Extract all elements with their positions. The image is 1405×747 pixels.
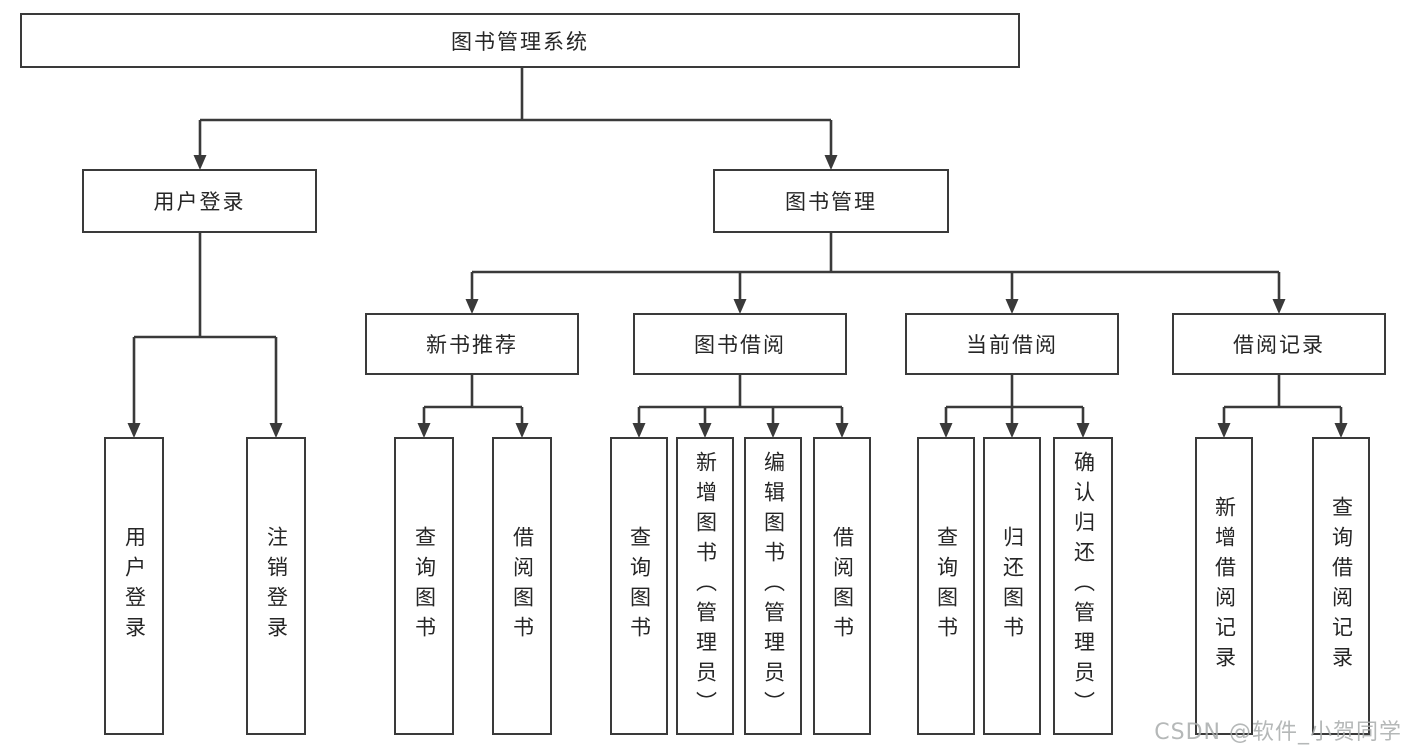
node-label: 图书借阅 — [694, 333, 786, 357]
watermark-text: CSDN @软件_小贺同学 — [1154, 720, 1402, 745]
node-book-borrow: 图书借阅 — [633, 313, 847, 375]
node-user-login: 用户登录 — [82, 169, 317, 233]
leaf-label: 注销登录 — [264, 526, 289, 646]
connector-book-borrow-children — [637, 375, 844, 425]
node-label: 当前借阅 — [966, 333, 1058, 357]
leaf-label: 查询图书 — [627, 526, 652, 646]
leaf-label: 查询图书 — [412, 526, 437, 646]
node-library-system: 图书管理系统 — [20, 13, 1020, 68]
node-label: 新书推荐 — [426, 333, 518, 357]
leaf-add-borrow-record: 新增借阅记录 — [1195, 437, 1253, 735]
connector-new-book-children — [422, 375, 524, 425]
node-label: 图书管理 — [785, 190, 877, 214]
leaf-label: 编辑图书（管理员） — [761, 451, 786, 721]
connector-root-to-level2 — [198, 66, 833, 157]
leaf-user-login: 用户登录 — [104, 437, 164, 735]
arrowheads-book-borrow-children — [632, 423, 849, 438]
node-new-book-recommend: 新书推荐 — [365, 313, 579, 375]
arrowheads-user-login-children — [127, 423, 283, 438]
leaf-add-book-admin: 新增图书（管理员） — [676, 437, 734, 735]
arrowheads-borrow-records-children — [1217, 423, 1348, 438]
leaf-logout: 注销登录 — [246, 437, 306, 735]
leaf-query-books-current: 查询图书 — [917, 437, 975, 735]
leaf-label: 用户登录 — [122, 526, 147, 646]
connector-current-borrow-children — [944, 375, 1085, 425]
leaf-confirm-return-admin: 确认归还（管理员） — [1053, 437, 1113, 735]
connector-user-login-children — [132, 233, 278, 425]
leaf-query-books-recommend: 查询图书 — [394, 437, 454, 735]
leaf-borrow-books-recommend: 借阅图书 — [492, 437, 552, 735]
leaf-borrow-books: 借阅图书 — [813, 437, 871, 735]
connector-book-management-children — [470, 233, 1281, 301]
leaf-label: 借阅图书 — [830, 526, 855, 646]
leaf-label: 归还图书 — [1000, 526, 1025, 646]
leaf-label: 新增图书（管理员） — [693, 451, 718, 721]
node-book-management: 图书管理 — [713, 169, 949, 233]
arrowheads-current-borrow-children — [939, 423, 1090, 438]
leaf-edit-book-admin: 编辑图书（管理员） — [744, 437, 802, 735]
node-current-borrow: 当前借阅 — [905, 313, 1119, 375]
arrowheads-new-book-children — [417, 423, 529, 438]
leaf-label: 确认归还（管理员） — [1071, 451, 1096, 721]
connector-borrow-records-children — [1222, 375, 1343, 425]
leaf-query-books-borrow: 查询图书 — [610, 437, 668, 735]
leaf-return-book: 归还图书 — [983, 437, 1041, 735]
node-label: 借阅记录 — [1233, 333, 1325, 357]
arrowheads-level3 — [465, 299, 1286, 314]
leaf-label: 查询借阅记录 — [1329, 496, 1354, 676]
node-borrow-records: 借阅记录 — [1172, 313, 1386, 375]
arrowheads-level2 — [193, 155, 838, 170]
node-label: 用户登录 — [153, 190, 246, 214]
leaf-query-borrow-record: 查询借阅记录 — [1312, 437, 1370, 735]
node-label: 图书管理系统 — [451, 29, 589, 54]
leaf-label: 借阅图书 — [510, 526, 535, 646]
leaf-label: 新增借阅记录 — [1212, 496, 1237, 676]
leaf-label: 查询图书 — [934, 526, 959, 646]
